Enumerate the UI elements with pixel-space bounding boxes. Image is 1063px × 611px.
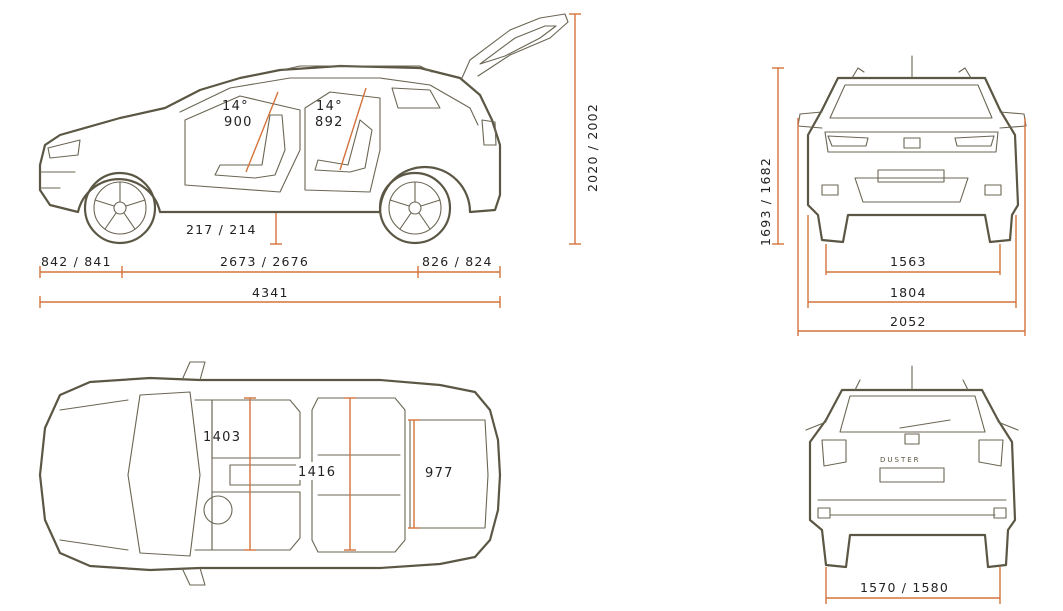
- roof-bars-rear: [854, 379, 969, 391]
- side-taillight: [481, 119, 497, 146]
- side-rear-wheel: [378, 171, 452, 245]
- rear-track-value: 1570 / 1580: [860, 580, 949, 595]
- front-view: 1693 / 1682 1563 1804 2052: [758, 55, 1027, 336]
- front-legroom-line: [245, 91, 279, 173]
- front-seat-angle: 14°: [222, 99, 249, 114]
- roof-rail: [281, 65, 433, 73]
- rear-fog-left: [817, 507, 831, 519]
- top-steering-wheel: [203, 495, 233, 525]
- top-rear-bench: [311, 397, 406, 553]
- rear-seat-angle: 14°: [316, 99, 343, 114]
- top-body-outline: [38, 376, 502, 572]
- rear-window: [839, 395, 986, 433]
- body-width-value: 1804: [890, 285, 927, 300]
- front-badge-icon: [903, 137, 921, 149]
- top-console: [229, 464, 301, 486]
- rear-badge-icon: [904, 433, 920, 445]
- front-overhang-value: 842 / 841: [41, 254, 112, 269]
- top-mirror-left: [181, 361, 206, 381]
- front-plate: [877, 169, 945, 183]
- rear-legroom-line: [339, 87, 367, 171]
- rear-bumper: [817, 499, 1007, 516]
- rear-mirrors: [805, 421, 1019, 431]
- top-hood-lines: [59, 399, 129, 551]
- roof-bars-front: [851, 67, 972, 79]
- front-track-value: 1563: [890, 254, 927, 269]
- rear-quarter-window: [391, 87, 441, 109]
- front-grille: [824, 131, 999, 153]
- side-body-outline: [38, 64, 502, 214]
- side-bumper-line: [39, 171, 76, 189]
- front-door-cutaway: [184, 95, 301, 193]
- top-dashboard: [194, 399, 213, 551]
- front-headlights: [827, 135, 995, 147]
- width-mirrors-value: 2052: [890, 314, 927, 329]
- rear-body-outline: [808, 388, 1017, 569]
- left-mirror: [797, 111, 823, 129]
- boot-width-value: 977: [425, 466, 454, 481]
- front-seat: [214, 114, 286, 179]
- top-view: 1403 1416 977: [38, 361, 502, 586]
- side-view: 14° 900 14° 892 217 / 214 2020 / 2002 84…: [38, 13, 600, 308]
- rear-legroom-value: 892: [315, 115, 344, 130]
- rear-taillights: [821, 439, 1004, 467]
- wheelbase-value: 2673 / 2676: [220, 254, 309, 269]
- rear-elbow-value: 1416: [298, 465, 336, 480]
- tailgate-glass: [479, 25, 557, 65]
- ground-clearance-value: 217 / 214: [186, 222, 257, 237]
- top-windscreen: [127, 391, 201, 557]
- front-height-value: 1693 / 1682: [758, 157, 773, 246]
- side-front-wheel: [83, 171, 157, 245]
- overall-height-value: 2020 / 2002: [585, 103, 600, 192]
- rear-model-badge: DUSTER: [880, 456, 921, 464]
- open-tailgate: [461, 13, 569, 79]
- top-front-seats: [211, 399, 301, 551]
- rear-overhang-value: 826 / 824: [422, 254, 493, 269]
- top-boot-floor: [409, 419, 489, 529]
- front-lower-grille: [854, 177, 969, 203]
- front-legroom-value: 900: [224, 115, 253, 130]
- side-headlight: [47, 139, 81, 159]
- rear-view: DUSTER 1570 / 1580: [805, 365, 1019, 604]
- rear-plate: [879, 467, 945, 483]
- front-elbow-value: 1403: [203, 430, 241, 445]
- front-body-outline: [806, 76, 1020, 244]
- fog-lights: [821, 184, 1002, 196]
- rear-door-cutaway: [304, 91, 381, 193]
- side-window-line: [179, 77, 479, 126]
- rear-wiper: [899, 419, 951, 429]
- top-mirror-right: [181, 567, 206, 586]
- rear-seat: [314, 119, 373, 173]
- overall-length-value: 4341: [252, 285, 289, 300]
- rear-fog-right: [993, 507, 1007, 519]
- windscreen: [829, 84, 993, 119]
